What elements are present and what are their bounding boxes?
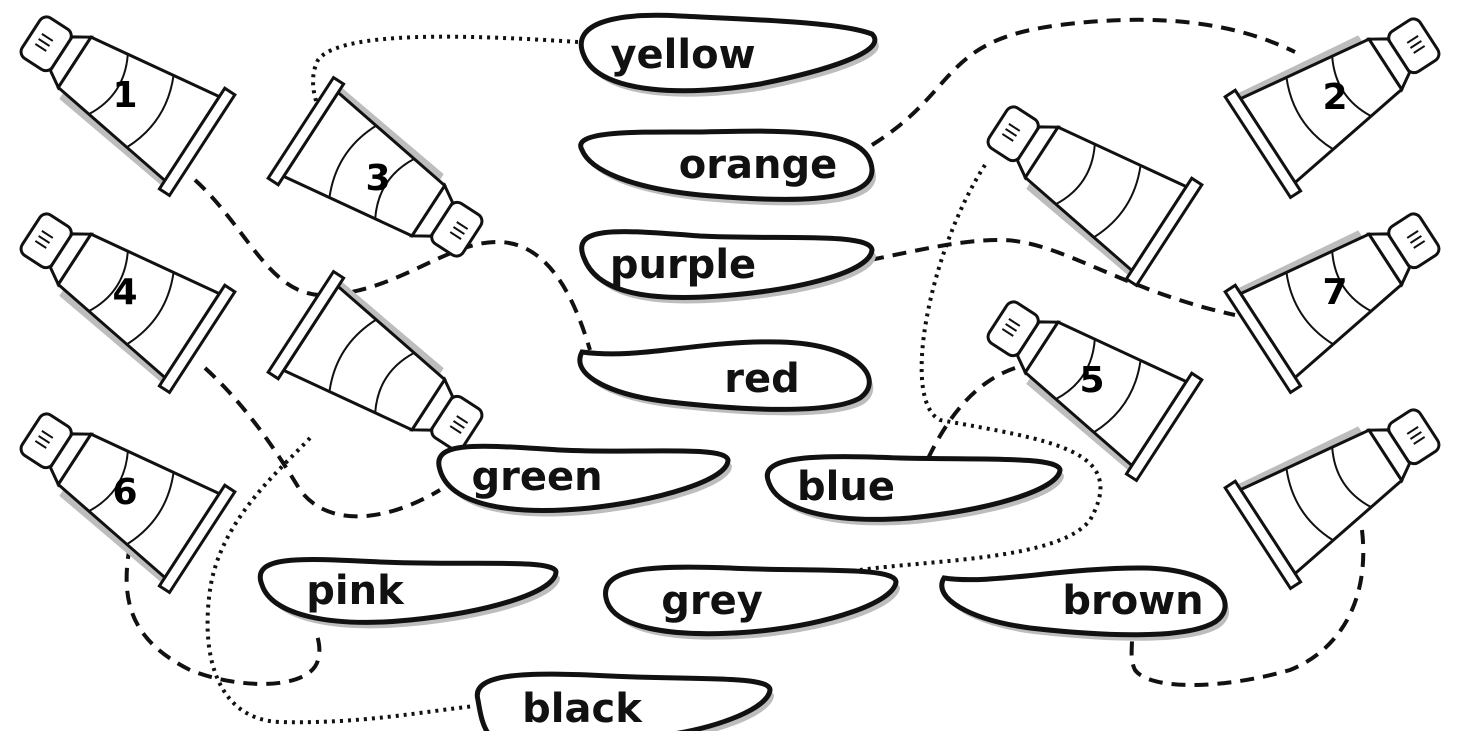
paint-blob-green: green	[436, 443, 732, 517]
tube-number: 5	[1079, 360, 1104, 401]
tube-number: 2	[1322, 77, 1347, 118]
tube-number: 1	[112, 75, 137, 116]
color-word-yellow: yellow	[610, 32, 755, 78]
paint-tube-blank	[1223, 375, 1464, 590]
paint-tube-3: 3	[266, 76, 507, 291]
tube-number: 7	[1322, 272, 1347, 313]
paint-tube-blank	[963, 72, 1204, 287]
color-word-black: black	[522, 686, 643, 731]
paint-tube-2: 2	[1223, 0, 1464, 199]
color-word-grey: grey	[661, 578, 763, 624]
paint-tube-6: 6	[0, 379, 237, 594]
paint-tube-1: 1	[0, 0, 237, 197]
color-word-pink: pink	[306, 568, 405, 614]
tube-number: 6	[112, 472, 137, 513]
paint-blob-black: black	[474, 671, 774, 731]
color-word-blue: blue	[797, 464, 895, 510]
paint-tube-5: 5	[963, 267, 1204, 482]
paint-blob-grey: grey	[603, 564, 900, 640]
color-word-purple: purple	[610, 242, 756, 288]
paint-blob-red: red	[577, 339, 874, 416]
tube-number: 3	[365, 158, 390, 199]
tube-number: 4	[112, 272, 137, 313]
paint-blob-yellow: yellow	[578, 12, 879, 97]
paint-blob-orange: orange	[578, 128, 876, 206]
paint-blob-brown: brown	[939, 565, 1230, 641]
color-word-orange: orange	[679, 142, 837, 188]
paint-blob-blue: blue	[764, 454, 1064, 526]
paint-tube-4: 4	[0, 179, 237, 394]
paint-tube-7: 7	[1223, 179, 1464, 394]
color-word-green: green	[471, 454, 602, 500]
color-word-red: red	[724, 356, 800, 402]
color-word-brown: brown	[1062, 578, 1203, 624]
paint-blob-purple: purple	[579, 229, 876, 304]
paint-blob-pink: pink	[257, 557, 560, 629]
